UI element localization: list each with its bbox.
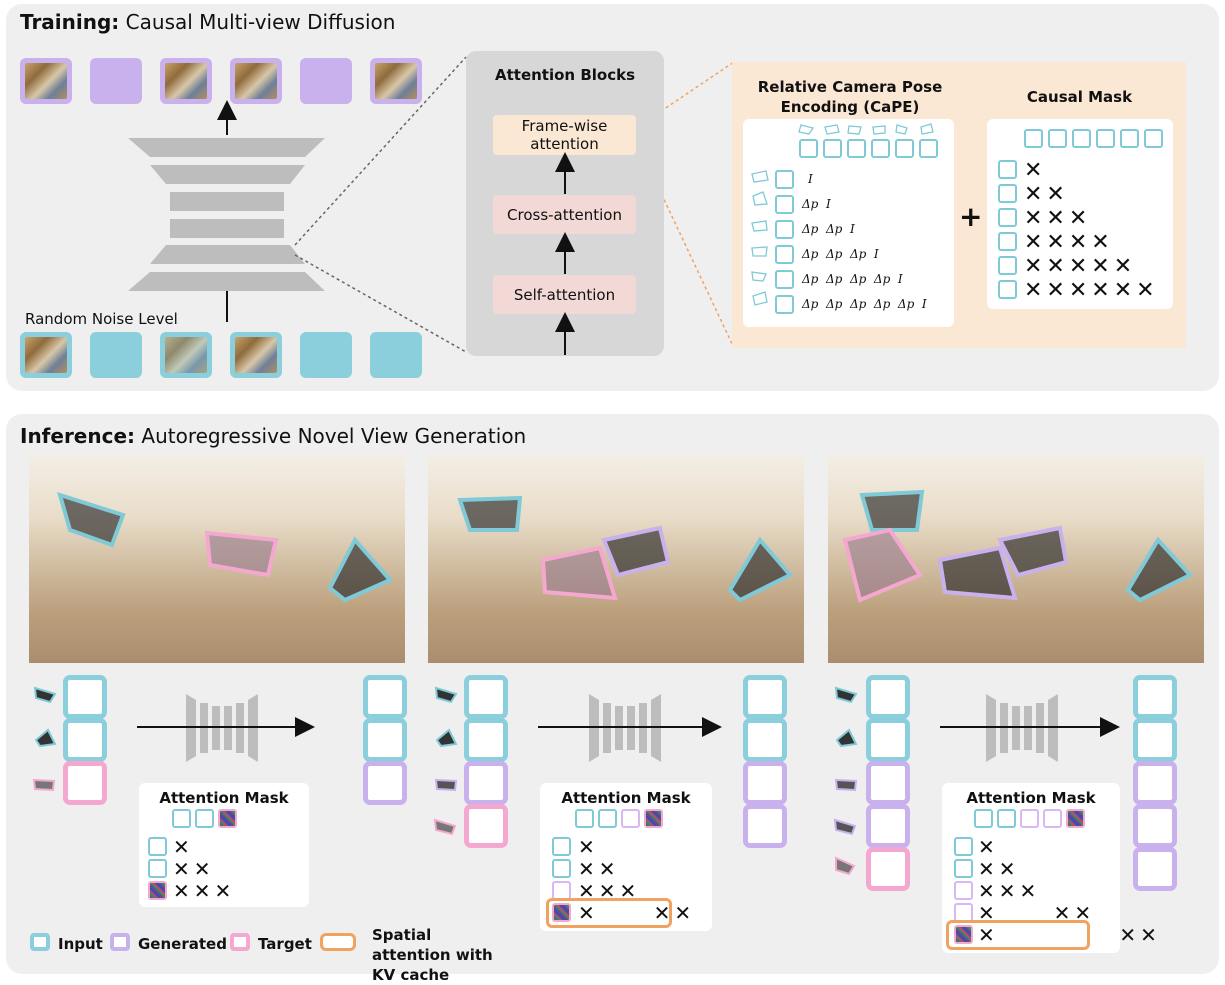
mask2-row-1: ✕ <box>578 835 599 859</box>
self-attention: Self-attention <box>493 275 636 314</box>
input-view-2 <box>90 332 142 378</box>
step3-target <box>866 847 910 891</box>
mask3-kv-highlight <box>946 920 1090 950</box>
step1-out-2 <box>363 718 407 762</box>
mask-card-1-title: Attention Mask <box>159 789 289 807</box>
cape-row-5: Δp Δp Δp Δp I <box>802 272 903 286</box>
step3-out-4 <box>1133 804 1177 848</box>
step2-out-4 <box>743 804 787 848</box>
step1-out-3 <box>363 761 407 805</box>
unet-layer-6 <box>128 272 325 291</box>
output-view-1 <box>20 58 72 104</box>
cape-row-1: I <box>808 172 813 186</box>
inference-title: Inference: Autoregressive Novel View Gen… <box>20 424 527 448</box>
cape-camera-icons <box>798 123 934 135</box>
camera-frustums <box>57 489 1194 603</box>
step1-input-1 <box>63 675 107 719</box>
step2-out-1 <box>743 675 787 719</box>
attention-blocks-title: Attention Blocks <box>495 66 635 84</box>
mask3-row-2: ✕✕ <box>978 857 1020 881</box>
attention-arrows <box>555 152 575 355</box>
output-view-5 <box>300 58 352 104</box>
legend-generated-swatch <box>110 933 130 951</box>
input-view-5 <box>300 332 352 378</box>
step2-out-3 <box>743 761 787 805</box>
mask3-row-4: ✕ ✕✕ <box>978 901 1096 925</box>
inference-mini-diagrams <box>32 686 1120 876</box>
zoom-line-top <box>294 56 467 246</box>
legend-kv-swatch <box>320 933 356 951</box>
unet-layer-5 <box>150 245 305 264</box>
input-view-4 <box>230 332 282 378</box>
causal-row-6: ✕✕✕✕✕✕ <box>1024 278 1159 303</box>
cape-row-3: Δp Δp I <box>802 222 855 236</box>
step3-out-3 <box>1133 761 1177 805</box>
cape-left-camera-icons <box>751 170 769 306</box>
cross-attention: Cross-attention <box>493 195 636 234</box>
mask-card-2-title: Attention Mask <box>561 789 691 807</box>
step2-input-2 <box>464 718 508 762</box>
output-view-4 <box>230 58 282 104</box>
step3-input-1 <box>866 675 910 719</box>
noise-level-label: Random Noise Level <box>25 310 178 328</box>
step1-out-1 <box>363 675 407 719</box>
legend-input-swatch <box>30 933 50 951</box>
input-view-3 <box>160 332 212 378</box>
step1-target <box>63 761 107 805</box>
mask3-row-1: ✕ <box>978 835 999 859</box>
step3-out-2 <box>1133 718 1177 762</box>
plus-sign: + <box>959 200 983 233</box>
causal-row-3: ✕✕✕ <box>1024 206 1092 231</box>
step3-generated-2 <box>866 804 910 848</box>
zoom-line-bottom <box>294 254 467 353</box>
causal-row-1: ✕ <box>1024 158 1047 183</box>
mask1-row-3: ✕✕✕ <box>173 879 236 903</box>
input-view-6 <box>370 332 422 378</box>
step2-out-2 <box>743 718 787 762</box>
step3-generated-1 <box>866 761 910 805</box>
legend-generated-label: Generated <box>138 935 227 953</box>
unet-layer-1 <box>128 138 325 157</box>
cape-title: Relative Camera Pose Encoding (CaPE) <box>757 78 943 116</box>
step1-input-2 <box>63 718 107 762</box>
legend-input-label: Input <box>58 935 103 953</box>
output-view-2 <box>90 58 142 104</box>
unet-layer-2 <box>150 165 305 184</box>
step2-generated-1 <box>464 761 508 805</box>
step3-out-1 <box>1133 675 1177 719</box>
output-view-3 <box>160 58 212 104</box>
output-view-6 <box>370 58 422 104</box>
mask2-row-4: ✕ ✕✕ <box>578 901 696 925</box>
step2-input-1 <box>464 675 508 719</box>
cape-row-2: Δp I <box>802 197 831 211</box>
causal-row-4: ✕✕✕✕ <box>1024 230 1114 255</box>
training-diagram-svg <box>128 56 735 353</box>
mask2-kv-highlight <box>546 898 672 928</box>
mask-card-3-title: Attention Mask <box>966 789 1096 807</box>
training-title: Training: Causal Multi-view Diffusion <box>20 10 396 34</box>
mask1-row-1: ✕ <box>173 835 194 859</box>
unet-layer-3 <box>170 192 284 211</box>
cape-row-4: Δp Δp Δp I <box>802 247 879 261</box>
causal-mask-title: Causal Mask <box>1026 88 1133 106</box>
mask3-row-5: ✕ ✕✕ <box>978 923 1161 947</box>
mask2-row-2: ✕✕ <box>578 857 620 881</box>
causal-row-2: ✕✕ <box>1024 182 1069 207</box>
legend-kv-label: Spatial attention with KV cache <box>372 926 493 984</box>
input-view-1 <box>20 332 72 378</box>
cape-row-6: Δp Δp Δp Δp Δp I <box>802 297 927 311</box>
frame-wise-attention: Frame-wise attention <box>493 115 636 155</box>
step3-input-2 <box>866 718 910 762</box>
causal-mask-card <box>987 119 1173 309</box>
mask2-row-3: ✕✕✕ <box>578 879 641 903</box>
mask1-row-2: ✕✕ <box>173 857 215 881</box>
legend-target-swatch <box>230 933 250 951</box>
unet-layer-4 <box>170 219 284 238</box>
step2-target <box>464 804 508 848</box>
mask-card-1 <box>139 783 309 907</box>
mask3-row-3: ✕✕✕ <box>978 879 1041 903</box>
legend-target-label: Target <box>258 935 312 953</box>
step3-out-5 <box>1133 847 1177 891</box>
causal-row-5: ✕✕✕✕✕ <box>1024 254 1137 279</box>
